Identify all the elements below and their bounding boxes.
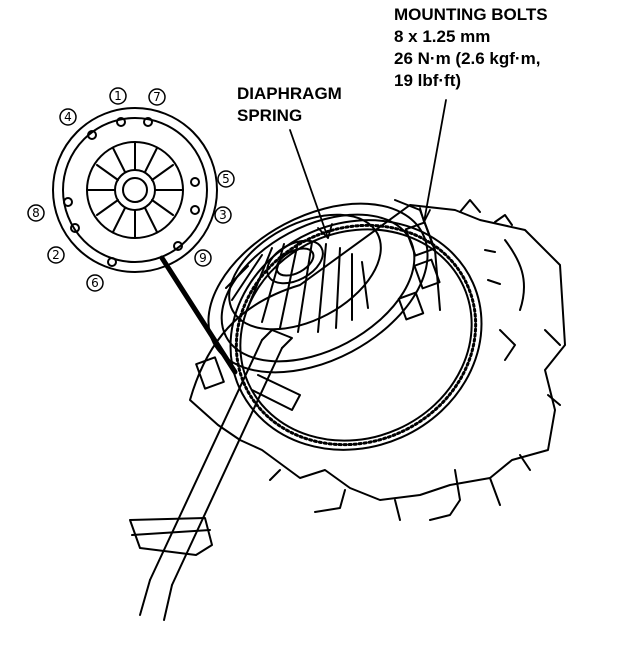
sequence-number: 2 [52,248,60,262]
diaphragm-spring-line1: DIAPHRAGM [237,84,342,103]
sequence-number: 4 [64,110,72,124]
mounting-bolts-size: 8 x 1.25 mm [394,27,491,46]
sequence-number: 7 [153,90,161,104]
diaphragm-spring-callout: DIAPHRAGM SPRING [237,83,342,127]
leader-lines [159,99,447,375]
sequence-number: 5 [222,172,230,186]
sequence-inset [52,107,218,273]
diaphragm-spring-line2: SPRING [237,106,303,125]
sequence-number: 8 [32,206,40,220]
sequence-number: 9 [199,251,207,265]
sequence-number: 3 [219,208,227,222]
flywheel-icon [229,219,483,451]
mounting-bolts-torque-imperial: 19 lbf·ft) [394,71,462,90]
sequence-number: 6 [91,276,99,290]
sequence-numbers: 1 7 5 3 9 6 2 8 4 [32,89,230,290]
torque-wrench-icon [129,329,301,621]
mounting-bolts-callout: MOUNTING BOLTS 8 x 1.25 mm 26 N·m (2.6 k… [394,4,548,92]
mounting-bolts-torque-metric: 26 N·m (2.6 kgf·m, [394,49,541,68]
sequence-markers [27,87,235,292]
sequence-number: 1 [114,89,122,103]
mounting-bolts-title: MOUNTING BOLTS [394,5,548,24]
pressure-plate-icon [195,199,441,390]
engine-block [189,199,566,521]
